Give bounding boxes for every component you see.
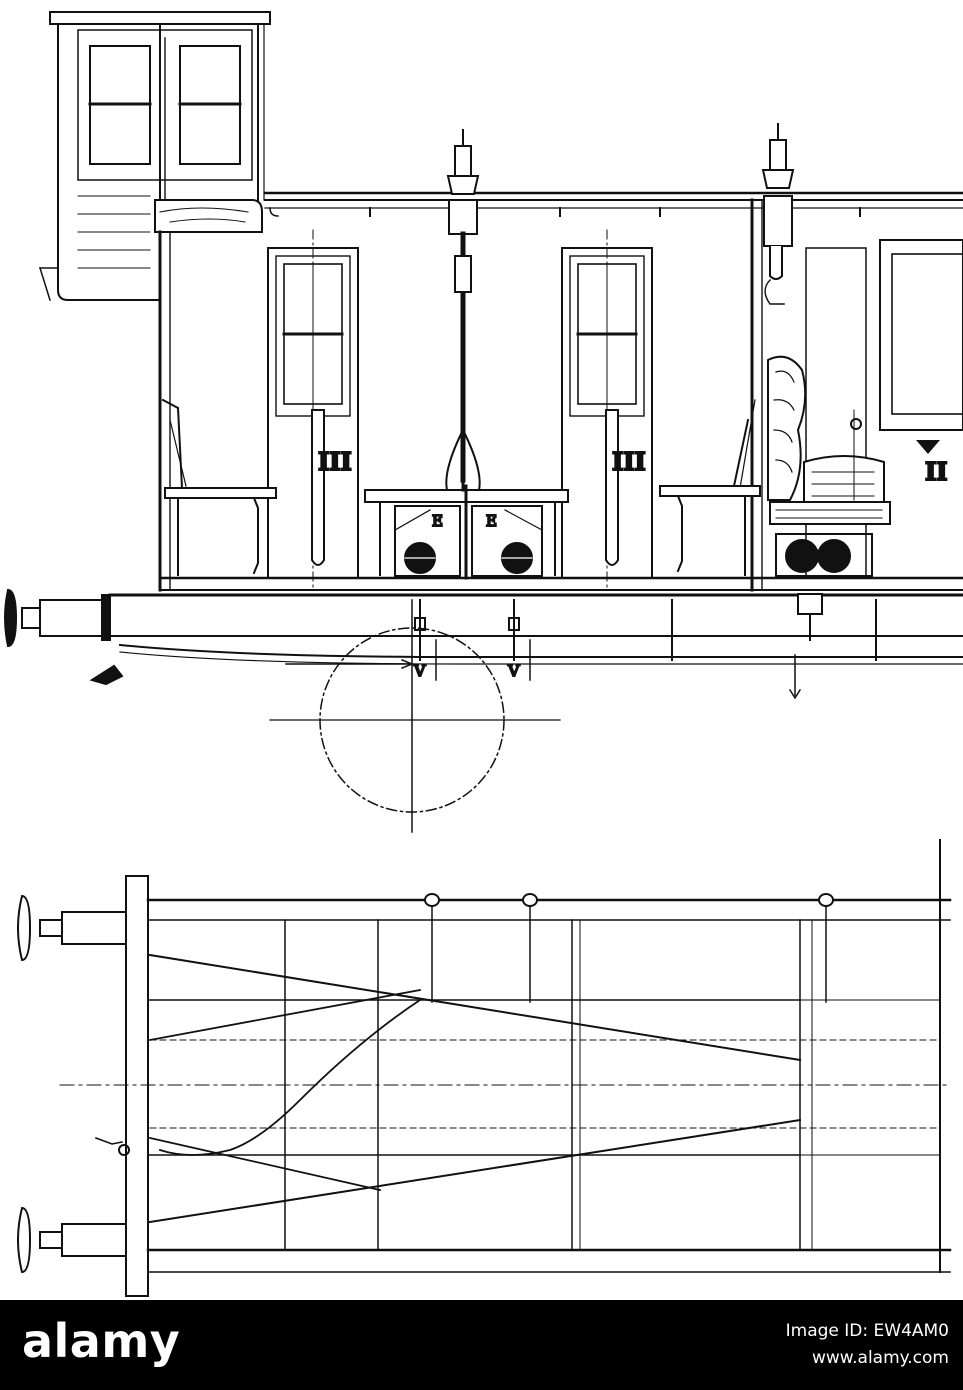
upholstered-seat (767, 355, 891, 577)
heater-label-right: E (486, 512, 497, 530)
underframe (4, 588, 963, 700)
class-label-right: II (925, 457, 947, 486)
door-middle (561, 229, 653, 591)
lookout-cabin (39, 11, 271, 301)
bench-left (161, 398, 277, 576)
site-url-text: www.alamy.com (811, 1348, 949, 1368)
image-id-text: Image ID: EW4AM0 (785, 1321, 949, 1341)
roof-lamp-right (761, 123, 795, 305)
railway-carriage-drawing: III III II E E (4, 11, 963, 1297)
watermark-meta: Image ID: EW4AM0 www.alamy.com (786, 1318, 949, 1372)
door-left (267, 229, 359, 591)
carriage-section: III III II E E (4, 11, 963, 833)
triangle-mark-icon (916, 440, 940, 454)
bench-right (659, 399, 761, 576)
class-label-middle: III (612, 447, 646, 476)
valve-label-left: V (413, 661, 426, 680)
bench-middle-heater (364, 484, 569, 580)
valve-label-right: V (507, 661, 520, 680)
engraving-figure: III III II E E (4, 11, 963, 1297)
wheel-outline (269, 599, 561, 833)
heater-label-left: E (432, 512, 443, 530)
watermark-logo: alamy (22, 1314, 181, 1368)
door-right (805, 239, 963, 579)
underframe-plan (17, 839, 952, 1297)
watermark-bar: alamy Image ID: EW4AM0 www.alamy.com (0, 1300, 963, 1390)
class-label-left: III (318, 447, 352, 476)
roof-lamp-left (445, 129, 481, 492)
